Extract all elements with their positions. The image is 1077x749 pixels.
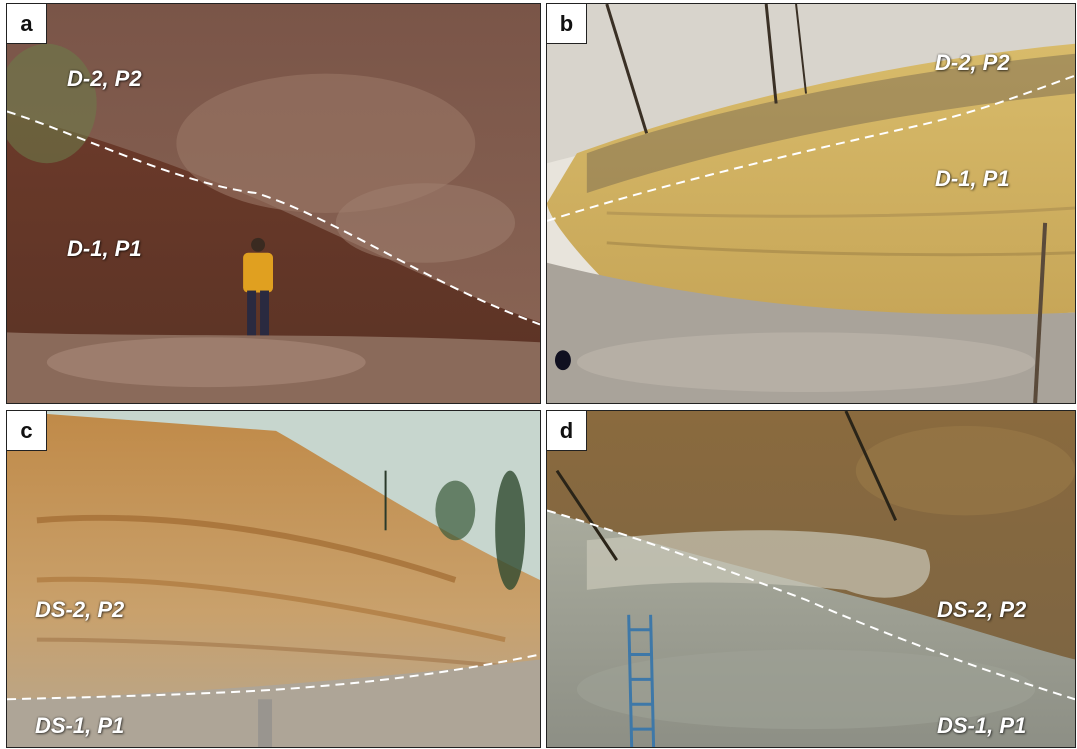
unit-label-lower-d: DS-1, P1 [937, 713, 1027, 738]
panel-letter-a: a [7, 4, 47, 44]
photo-panel-c: c DS-2, P2 DS-1, P1 [6, 410, 541, 748]
unit-label-lower-a: D-1, P1 [67, 236, 142, 261]
outcrop-photo-a [7, 4, 540, 403]
panel-letter-b: b [547, 4, 587, 44]
unit-label-lower-c: DS-1, P1 [35, 713, 125, 738]
panel-letter-d: d [547, 411, 587, 451]
unit-label-upper-a: D-2, P2 [67, 66, 142, 91]
outcrop-photo-c [7, 411, 540, 747]
outcrop-photo-d [547, 411, 1075, 747]
panel-letter-c: c [7, 411, 47, 451]
unit-label-upper-c: DS-2, P2 [35, 597, 125, 622]
unit-label-upper-b: D-2, P2 [935, 50, 1010, 75]
unit-label-upper-d: DS-2, P2 [937, 597, 1027, 622]
unit-label-lower-b: D-1, P1 [935, 166, 1010, 191]
photo-panel-d: d DS-2, P2 DS-1, P1 [546, 410, 1076, 748]
photo-panel-a: a D-2, P2 D-1, P1 [6, 3, 541, 404]
photo-panel-b: b D-2, P2 D-1, P1 [546, 3, 1076, 404]
